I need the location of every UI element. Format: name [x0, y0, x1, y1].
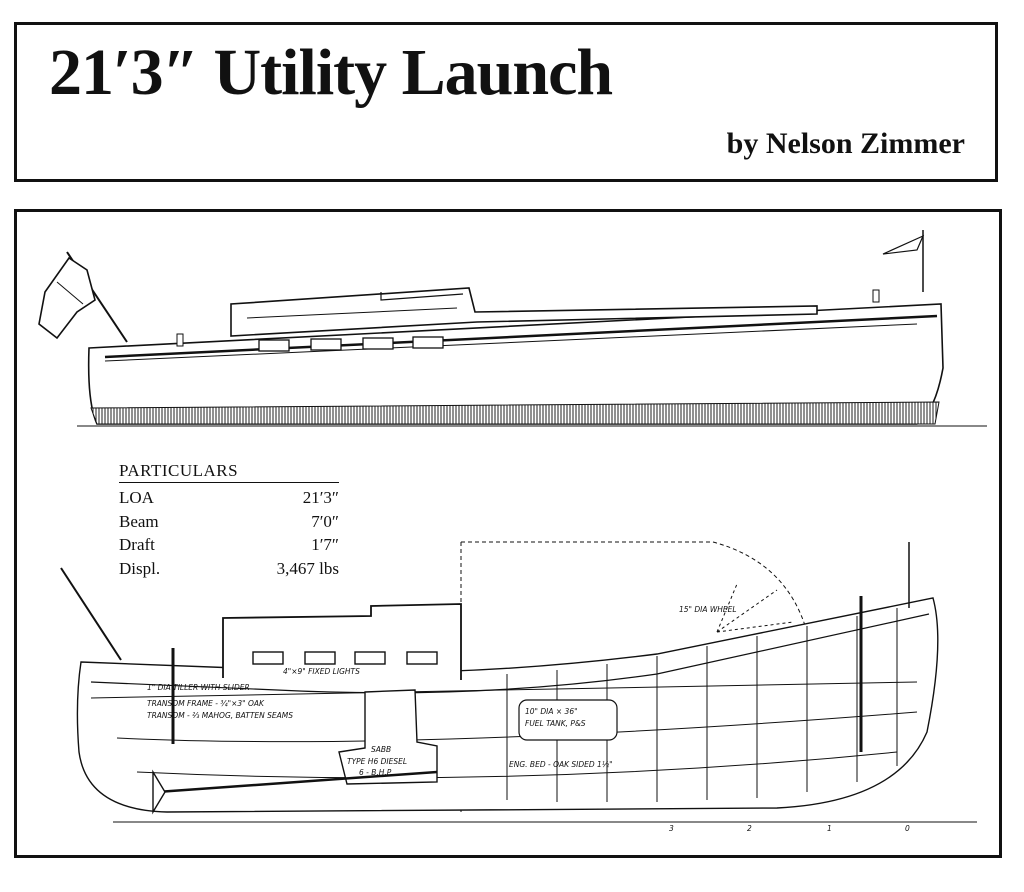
particulars-table: PARTICULARS LOA 21′3″ Beam 7′0″ Draft 1′…: [119, 461, 339, 580]
propeller-shaft: [156, 770, 438, 794]
wheel-note: 15" DIA WHEEL: [679, 605, 737, 614]
cabin-window: [310, 338, 342, 351]
engine-type-note: TYPE H6 DIESEL: [347, 757, 407, 766]
bow-pennant: [882, 234, 925, 255]
particular-value: 3,467 lbs: [276, 558, 339, 578]
transom-note: TRANSOM - ⅔ MAHOG, BATTEN SEAMS: [147, 711, 293, 720]
particular-label: LOA: [119, 488, 154, 507]
particulars-row: Draft 1′7″: [119, 533, 339, 557]
fixed-light: [406, 651, 438, 665]
station-label: 3: [669, 824, 674, 833]
trunk-cabin: [230, 287, 818, 337]
station-label: 0: [905, 824, 910, 833]
saab-note: SABB: [371, 745, 391, 754]
cabin-window: [412, 336, 444, 349]
outboard-profile: [38, 230, 987, 427]
propeller: [152, 769, 166, 815]
particular-label: Beam: [119, 511, 159, 531]
title-panel: 21′3″ Utility Launch by Nelson Zimmer: [14, 22, 998, 182]
particular-label: Displ.: [119, 558, 161, 578]
wheelhouse-outline: [461, 541, 808, 633]
hull-section: [76, 597, 939, 813]
transom-frame-note: TRANSOM FRAME - ¾"×3" OAK: [147, 699, 265, 708]
engine-power-note: 6 - B.H.P.: [359, 768, 393, 777]
fuel-tank: [518, 699, 618, 741]
fixed-lights-note: 4"×9" FIXED LIGHTS: [283, 667, 360, 676]
boat-plan-drawing: 4"×9" FIXED LIGHTS 1" DIA TILLER WITH SL…: [38, 230, 987, 833]
drawing-panel: 4"×9" FIXED LIGHTS 1" DIA TILLER WITH SL…: [14, 209, 1002, 858]
particular-label: Draft: [119, 535, 155, 554]
particulars-row: Displ. 3,467 lbs: [119, 557, 339, 581]
engine-bed-note: ENG. BED - OAK SIDED 1½": [509, 760, 613, 769]
tiller-note: 1" DIA TILLER WITH SLIDER: [147, 683, 250, 692]
page-title: 21′3″ Utility Launch: [49, 36, 613, 109]
fuel-tank-note: FUEL TANK, P&S: [525, 719, 586, 728]
cabin-window: [258, 339, 290, 352]
particulars-row: LOA 21′3″: [119, 486, 339, 510]
particulars-row: Beam 7′0″: [119, 510, 339, 534]
stern-staff: [60, 567, 122, 661]
stern-flag: [38, 256, 96, 340]
fixed-light: [304, 651, 336, 665]
inboard-profile: [60, 541, 977, 823]
author-byline: by Nelson Zimmer: [726, 127, 965, 160]
engine: [338, 689, 438, 785]
particular-value: 1′7″: [311, 535, 339, 554]
particular-value: 21′3″: [302, 488, 339, 507]
particulars-heading: PARTICULARS: [119, 461, 339, 483]
particular-value: 7′0″: [311, 511, 339, 531]
cabin-window: [362, 337, 394, 350]
station-label: 1: [827, 824, 832, 833]
fixed-light: [252, 651, 284, 665]
fixed-light: [354, 651, 386, 665]
station-label: 2: [747, 824, 752, 833]
hull-bottom-hatching: [90, 401, 940, 425]
fuel-tank-size-note: 10" DIA × 36": [525, 707, 578, 716]
plan-annotations: 4"×9" FIXED LIGHTS 1" DIA TILLER WITH SL…: [147, 605, 910, 833]
